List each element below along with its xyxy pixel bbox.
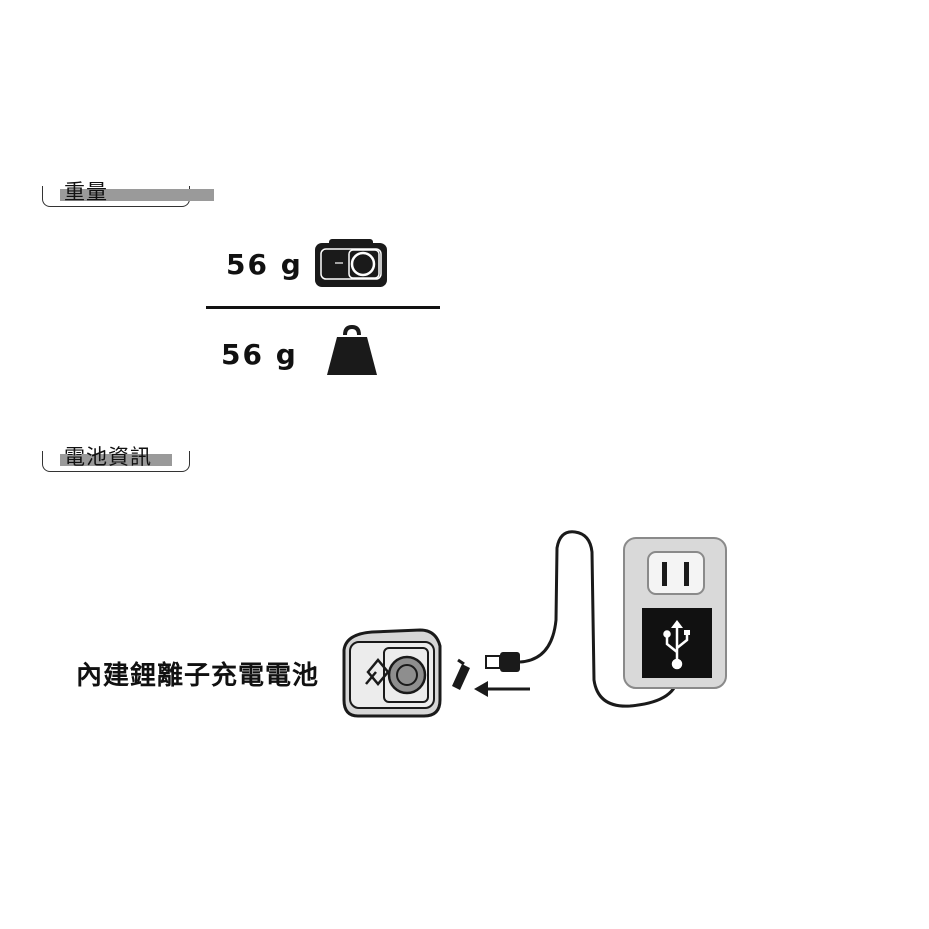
usb-wall-charger-icon	[623, 537, 727, 689]
arrow-left-icon	[474, 681, 530, 697]
weight-lamp-value: 56 g	[226, 248, 303, 281]
section-header-bar	[60, 454, 172, 466]
headlamp-icon	[315, 239, 387, 287]
section-header-bar	[60, 189, 214, 201]
section-header-bracket	[42, 451, 190, 472]
weight-divider	[206, 306, 440, 309]
headlamp-front-icon	[342, 628, 442, 718]
usb-icon	[663, 620, 690, 670]
section-header-label: 重量	[64, 180, 108, 204]
weight-icon	[327, 324, 377, 375]
section-header-label: 電池資訊	[64, 445, 152, 469]
section-header-battery: 電池資訊	[42, 445, 190, 473]
usb-plug-icon	[485, 652, 520, 672]
weight-total-value: 56 g	[221, 338, 298, 371]
charging-port-icon	[452, 658, 470, 690]
section-header-weight: 重量	[42, 180, 214, 208]
battery-description: 內建鋰離子充電電池	[76, 661, 320, 691]
usb-cable	[519, 530, 680, 708]
